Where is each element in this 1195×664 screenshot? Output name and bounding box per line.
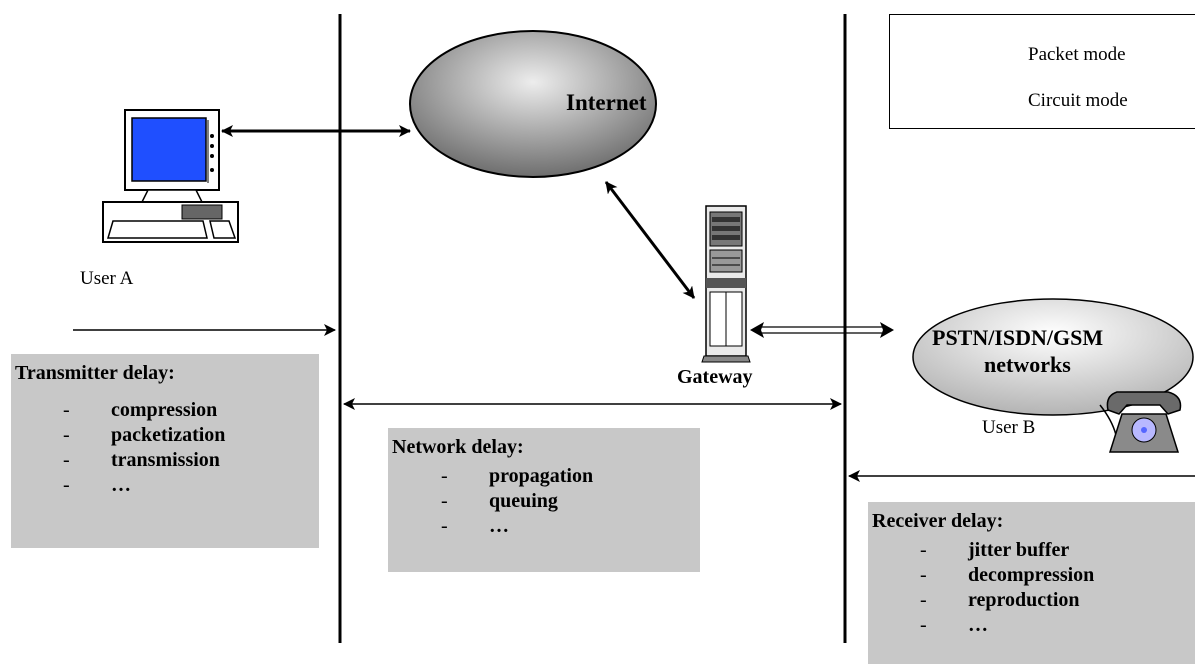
user-b-label: User B: [982, 417, 1036, 438]
transmitter-delay-title: Transmitter delay:: [15, 362, 175, 384]
dash-bullet: -: [441, 465, 448, 487]
pstn-label-line1: PSTN/ISDN/GSM: [932, 325, 1104, 350]
dash-bullet: -: [920, 539, 927, 561]
dash-bullet: -: [63, 399, 70, 421]
list-item-text: jitter buffer: [968, 539, 1070, 561]
legend-circuit-label: Circuit mode: [1028, 90, 1128, 111]
network-delay-title: Network delay:: [392, 436, 524, 458]
legend-packet-label: Packet mode: [1028, 44, 1126, 65]
dash-bullet: -: [920, 614, 927, 636]
dash-bullet: -: [920, 589, 927, 611]
list-item-text: …: [968, 614, 988, 636]
list-item-text: propagation: [489, 465, 594, 487]
computer-icon: [102, 109, 239, 243]
list-item-text: reproduction: [968, 589, 1080, 611]
list-item-text: decompression: [968, 564, 1095, 586]
telephone-icon: [1099, 391, 1182, 453]
pstn-network-ellipse: [912, 298, 1194, 416]
receiver-delay-box: [868, 502, 1195, 664]
dash-bullet: -: [63, 474, 70, 496]
dash-bullet: -: [441, 490, 448, 512]
pstn-label-line2: networks: [984, 352, 1071, 377]
receiver-delay-title: Receiver delay:: [872, 510, 1004, 532]
transmitter-delay-box: [11, 354, 319, 548]
gateway-label: Gateway: [677, 366, 753, 388]
list-item-text: packetization: [111, 424, 226, 446]
internet-cloud: [409, 30, 657, 178]
dash-bullet: -: [441, 515, 448, 537]
list-item-text: queuing: [489, 490, 558, 512]
legend: [889, 14, 1195, 129]
arrow-gateway-pstn: [750, 322, 894, 338]
list-item-text: transmission: [111, 449, 220, 471]
list-item-text: …: [111, 474, 131, 496]
list-item-text: compression: [111, 399, 218, 421]
internet-label: Internet: [566, 90, 647, 115]
user-a-label: User A: [80, 268, 134, 289]
network-delay-box: [388, 428, 700, 572]
dash-bullet: -: [63, 424, 70, 446]
arrow-internet-gateway: [604, 181, 696, 299]
dash-bullet: -: [920, 564, 927, 586]
list-item-text: …: [489, 515, 509, 537]
gateway-server-icon: [701, 205, 751, 363]
dash-bullet: -: [63, 449, 70, 471]
